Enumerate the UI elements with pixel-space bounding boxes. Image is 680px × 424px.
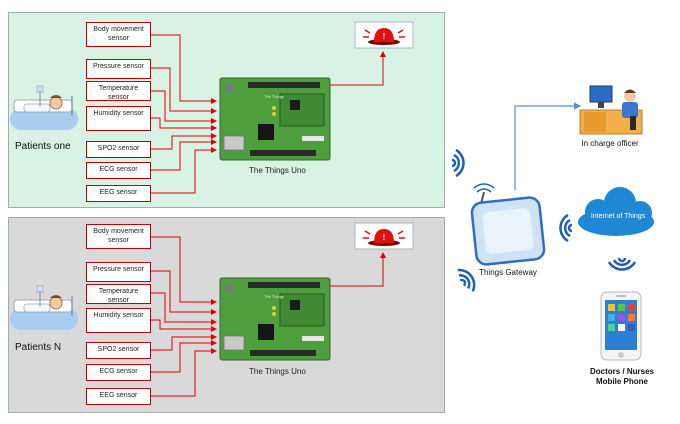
sensor-spo2: SPO2 sensor — [86, 342, 151, 359]
alarm-siren-icon — [354, 222, 414, 250]
sensor-pressure: Pressure sensor — [86, 262, 151, 282]
sensor-eeg: EEG sensor — [86, 185, 151, 202]
sensor-ecg: ECG sensor — [86, 364, 151, 381]
things-uno-board — [219, 77, 331, 161]
patient-bed-icon — [9, 85, 79, 131]
sensor-wires — [151, 236, 386, 397]
phone-label-line2: Mobile Phone — [596, 377, 648, 386]
wifi-icon — [450, 148, 465, 178]
alarm-siren-icon — [354, 21, 414, 49]
phone-label: Doctors / Nurses Mobile Phone — [580, 367, 664, 387]
wifi-icon — [559, 213, 574, 243]
things-uno-board — [219, 277, 331, 361]
phone-label-line1: Doctors / Nurses — [589, 367, 655, 376]
sensor-body-movement: Body movement sensor — [86, 22, 151, 47]
patient-label: Patients one — [15, 141, 71, 152]
sensor-humidity: Humidity sensor — [86, 308, 151, 333]
patient-label: Patients N — [15, 342, 62, 353]
sensor-eeg: EEG sensor — [86, 388, 151, 405]
sensor-spo2: SPO2 sensor — [86, 141, 151, 158]
sensor-temperature: Temperature sensor — [86, 284, 151, 304]
board-label: The Things Uno — [249, 367, 306, 376]
wifi-icon — [607, 256, 637, 271]
sensor-ecg: ECG sensor — [86, 162, 151, 179]
sensor-wires — [151, 34, 386, 194]
cloud-label: Internet of Things — [590, 213, 646, 220]
patient-bed-icon — [9, 285, 79, 331]
sensor-body-movement: Body movement sensor — [86, 224, 151, 249]
officer-desk-icon — [579, 85, 643, 135]
mobile-phone-icon — [600, 291, 642, 361]
sensor-temperature: Temperature sensor — [86, 81, 151, 101]
gateway-label: Things Gateway — [479, 268, 537, 277]
officer-label: In charge officer — [581, 139, 639, 148]
cloud-icon — [578, 187, 654, 236]
board-label: The Things Uno — [249, 166, 306, 175]
gateway-officer-link — [514, 102, 582, 190]
sensor-humidity: Humidity sensor — [86, 106, 151, 131]
gateway-router-icon — [470, 183, 546, 266]
sensor-pressure: Pressure sensor — [86, 59, 151, 79]
